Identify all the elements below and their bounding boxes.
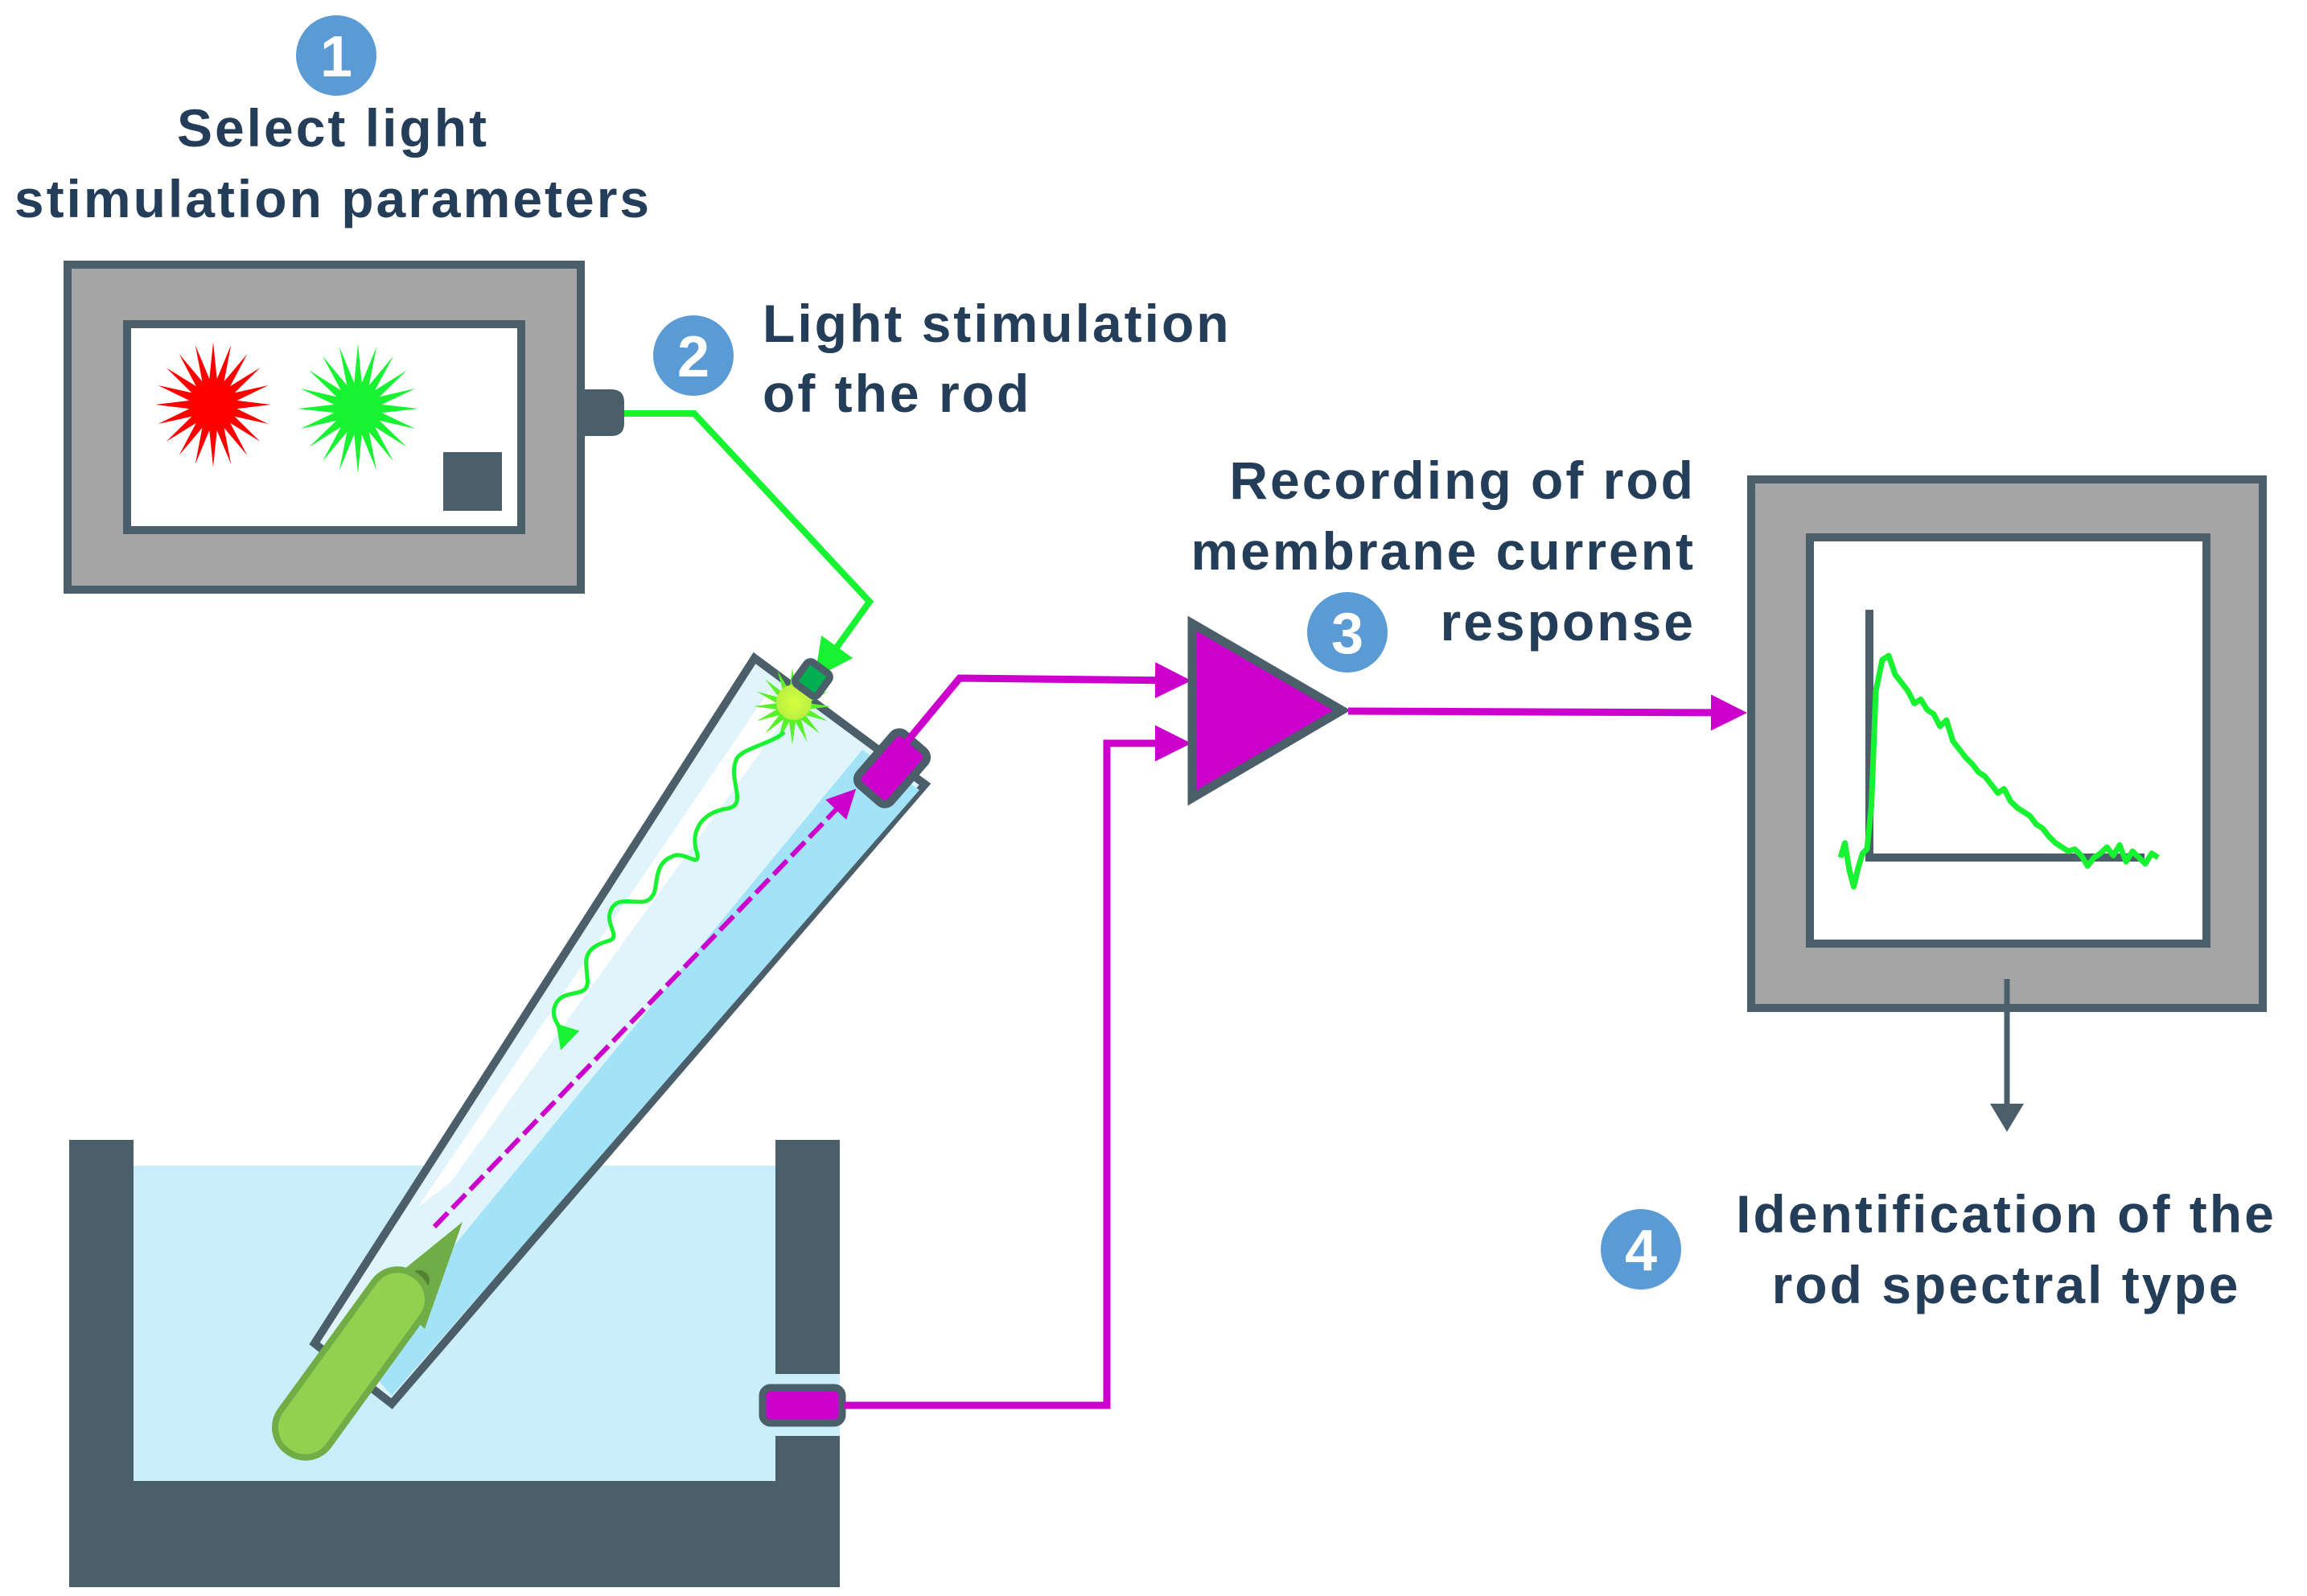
- step-2-label-line-2: of the rod: [763, 364, 1031, 423]
- amplifier-triangle: [1187, 615, 1351, 806]
- step-2-badge: [653, 315, 734, 396]
- light-controller: [64, 261, 624, 594]
- green-light-icon[interactable]: [298, 343, 418, 474]
- step-4-badge: [1601, 1209, 1681, 1290]
- amplifier-output-wire: [1347, 694, 1747, 731]
- controller-output-port: [585, 389, 624, 436]
- red-light-icon[interactable]: [155, 342, 271, 467]
- reference-wire: [845, 725, 1191, 1409]
- step-1-number: 1: [320, 25, 352, 89]
- step-3-label-line-3: response: [1441, 592, 1696, 652]
- step-2-number: 2: [677, 325, 709, 389]
- bath-floor: [69, 1481, 840, 1587]
- led-light-source: [754, 658, 833, 745]
- step-1: 1 Select light stimulation parameters: [14, 15, 652, 228]
- current-response-trace: [1837, 652, 2160, 890]
- bath-right-wall-lower: [775, 1436, 840, 1484]
- amplifier: [1187, 615, 1351, 806]
- step-4-number: 4: [1625, 1219, 1657, 1283]
- step-2-label-line-1: Light stimulation: [763, 294, 1232, 353]
- step-3-label-line-1: Recording of rod: [1229, 450, 1696, 510]
- step-3-number: 3: [1331, 602, 1363, 666]
- step-2: 2 Light stimulation of the rod: [653, 294, 1232, 423]
- reference-electrode: [759, 1384, 846, 1427]
- step-1-badge: [296, 15, 376, 96]
- step-3: Recording of rod membrane current respon…: [1191, 450, 1696, 673]
- bath-right-wall-upper: [775, 1140, 840, 1374]
- controller-button[interactable]: [443, 452, 502, 511]
- light-cable: [624, 410, 874, 678]
- step-4: 4 Identification of the rod spectral typ…: [1601, 1184, 2276, 1314]
- monitor: [1747, 475, 2267, 1012]
- rod-photoreceptor: [272, 1222, 463, 1461]
- rod-body: [272, 1266, 431, 1461]
- step-1-label-line-1: Select light: [177, 98, 489, 158]
- electrode-wire: [902, 662, 1191, 747]
- step-3-label-line-2: membrane current: [1191, 521, 1696, 581]
- recording-electrode: [853, 728, 931, 808]
- pipette-solution: [360, 750, 919, 1396]
- step-4-label-line-1: Identification of the: [1736, 1184, 2276, 1244]
- light-path-arrow: [551, 730, 786, 1051]
- pipette-highlight: [418, 692, 792, 1207]
- suction-pipette: [272, 652, 931, 1461]
- step-4-label-line-2: rod spectral type: [1772, 1255, 2241, 1314]
- step-3-badge: [1307, 592, 1388, 673]
- current-flow-arrow: [432, 788, 857, 1229]
- step-1-label-line-2: stimulation parameters: [14, 169, 652, 228]
